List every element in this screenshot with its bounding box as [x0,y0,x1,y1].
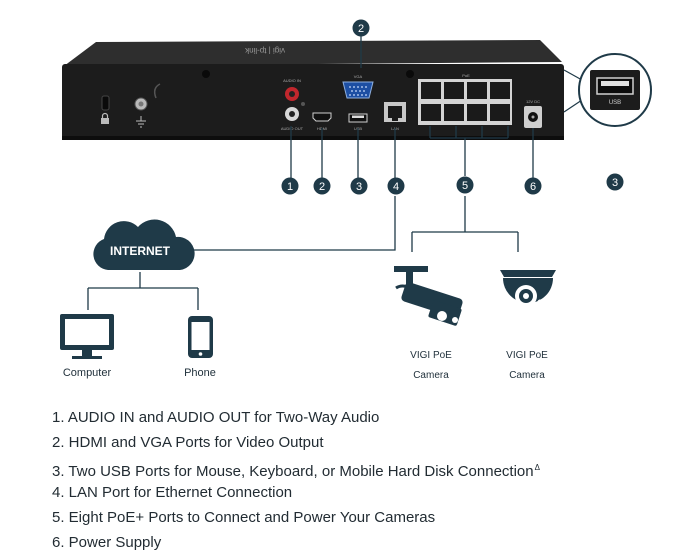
feature-item-3: 3. Two USB Ports for Mouse, Keyboard, or… [52,463,540,480]
computer-label: Computer [63,367,112,379]
callout-badge-2-vga: 2 [352,19,370,37]
nvr-device: vigi | tp-link AUDIO IN AUDIO OUT HDMI [62,40,564,140]
usb-zoom-bubble: USB [563,53,652,127]
usb-zoom-label: USB [609,100,621,106]
svg-text:5: 5 [462,180,468,192]
device-brand-mark: vigi | tp-link [244,46,285,55]
callout-lines [290,36,534,178]
audio-out-port-label: AUDIO OUT [281,126,304,131]
phone-label: Phone [184,367,216,379]
nvr-connection-diagram: vigi | tp-link AUDIO IN AUDIO OUT HDMI [60,19,652,381]
turret-camera-label-line2: Camera [509,370,545,381]
feature-list: 1. AUDIO IN and AUDIO OUT for Two-Way Au… [52,405,540,555]
callout-badge-3: 3 [350,177,368,195]
feature-item-6: 6. Power Supply [52,534,162,551]
callout-badge-4: 4 [387,177,405,195]
bullet-camera-label-line1: VIGI PoE [410,350,452,361]
callout-badge-5: 5 [456,176,474,194]
feature-item-2: 2. HDMI and VGA Ports for Video Output [52,434,324,451]
ground-icon [136,116,146,128]
svg-text:4: 4 [393,181,399,193]
bullet-camera-icon [394,266,463,326]
callout-badge-2-hdmi: 2 [313,177,331,195]
poe-ports [421,82,510,121]
hdmi-port [312,112,332,122]
svg-text:2: 2 [358,23,364,35]
footnote-mark: Δ [534,463,540,472]
callout-badge-1: 1 [281,177,299,195]
bullet-camera-label-line2: Camera [413,370,449,381]
security-slot [101,95,110,111]
vga-port [342,81,374,99]
svg-text:3: 3 [356,181,362,193]
feature-item-5: 5. Eight PoE+ Ports to Connect and Power… [52,509,436,526]
poe-port-label: PoE [462,73,470,78]
power-port-label: 12V DC [526,99,540,104]
callout-badge-6: 6 [524,177,542,195]
internet-cloud: INTERNET [93,219,195,270]
phone-icon [188,316,213,358]
turret-camera-label-line1: VIGI PoE [506,350,548,361]
feature-item-1: 1. AUDIO IN and AUDIO OUT for Two-Way Au… [52,409,380,426]
svg-text:1: 1 [287,181,293,193]
lock-icon [101,112,109,124]
audio-in-port-label: AUDIO IN [283,78,301,83]
svg-text:2: 2 [319,181,325,193]
vga-port-label: VGA [354,74,363,79]
turret-camera-icon [500,270,556,307]
svg-text:6: 6 [530,181,536,193]
internet-label: INTERNET [110,244,171,258]
network-lines [87,196,519,310]
feature-item-4: 4. LAN Port for Ethernet Connection [52,484,293,501]
svg-text:3: 3 [612,177,618,189]
computer-icon [60,314,114,359]
callout-badge-3-usb-zoom: 3 [606,173,624,191]
